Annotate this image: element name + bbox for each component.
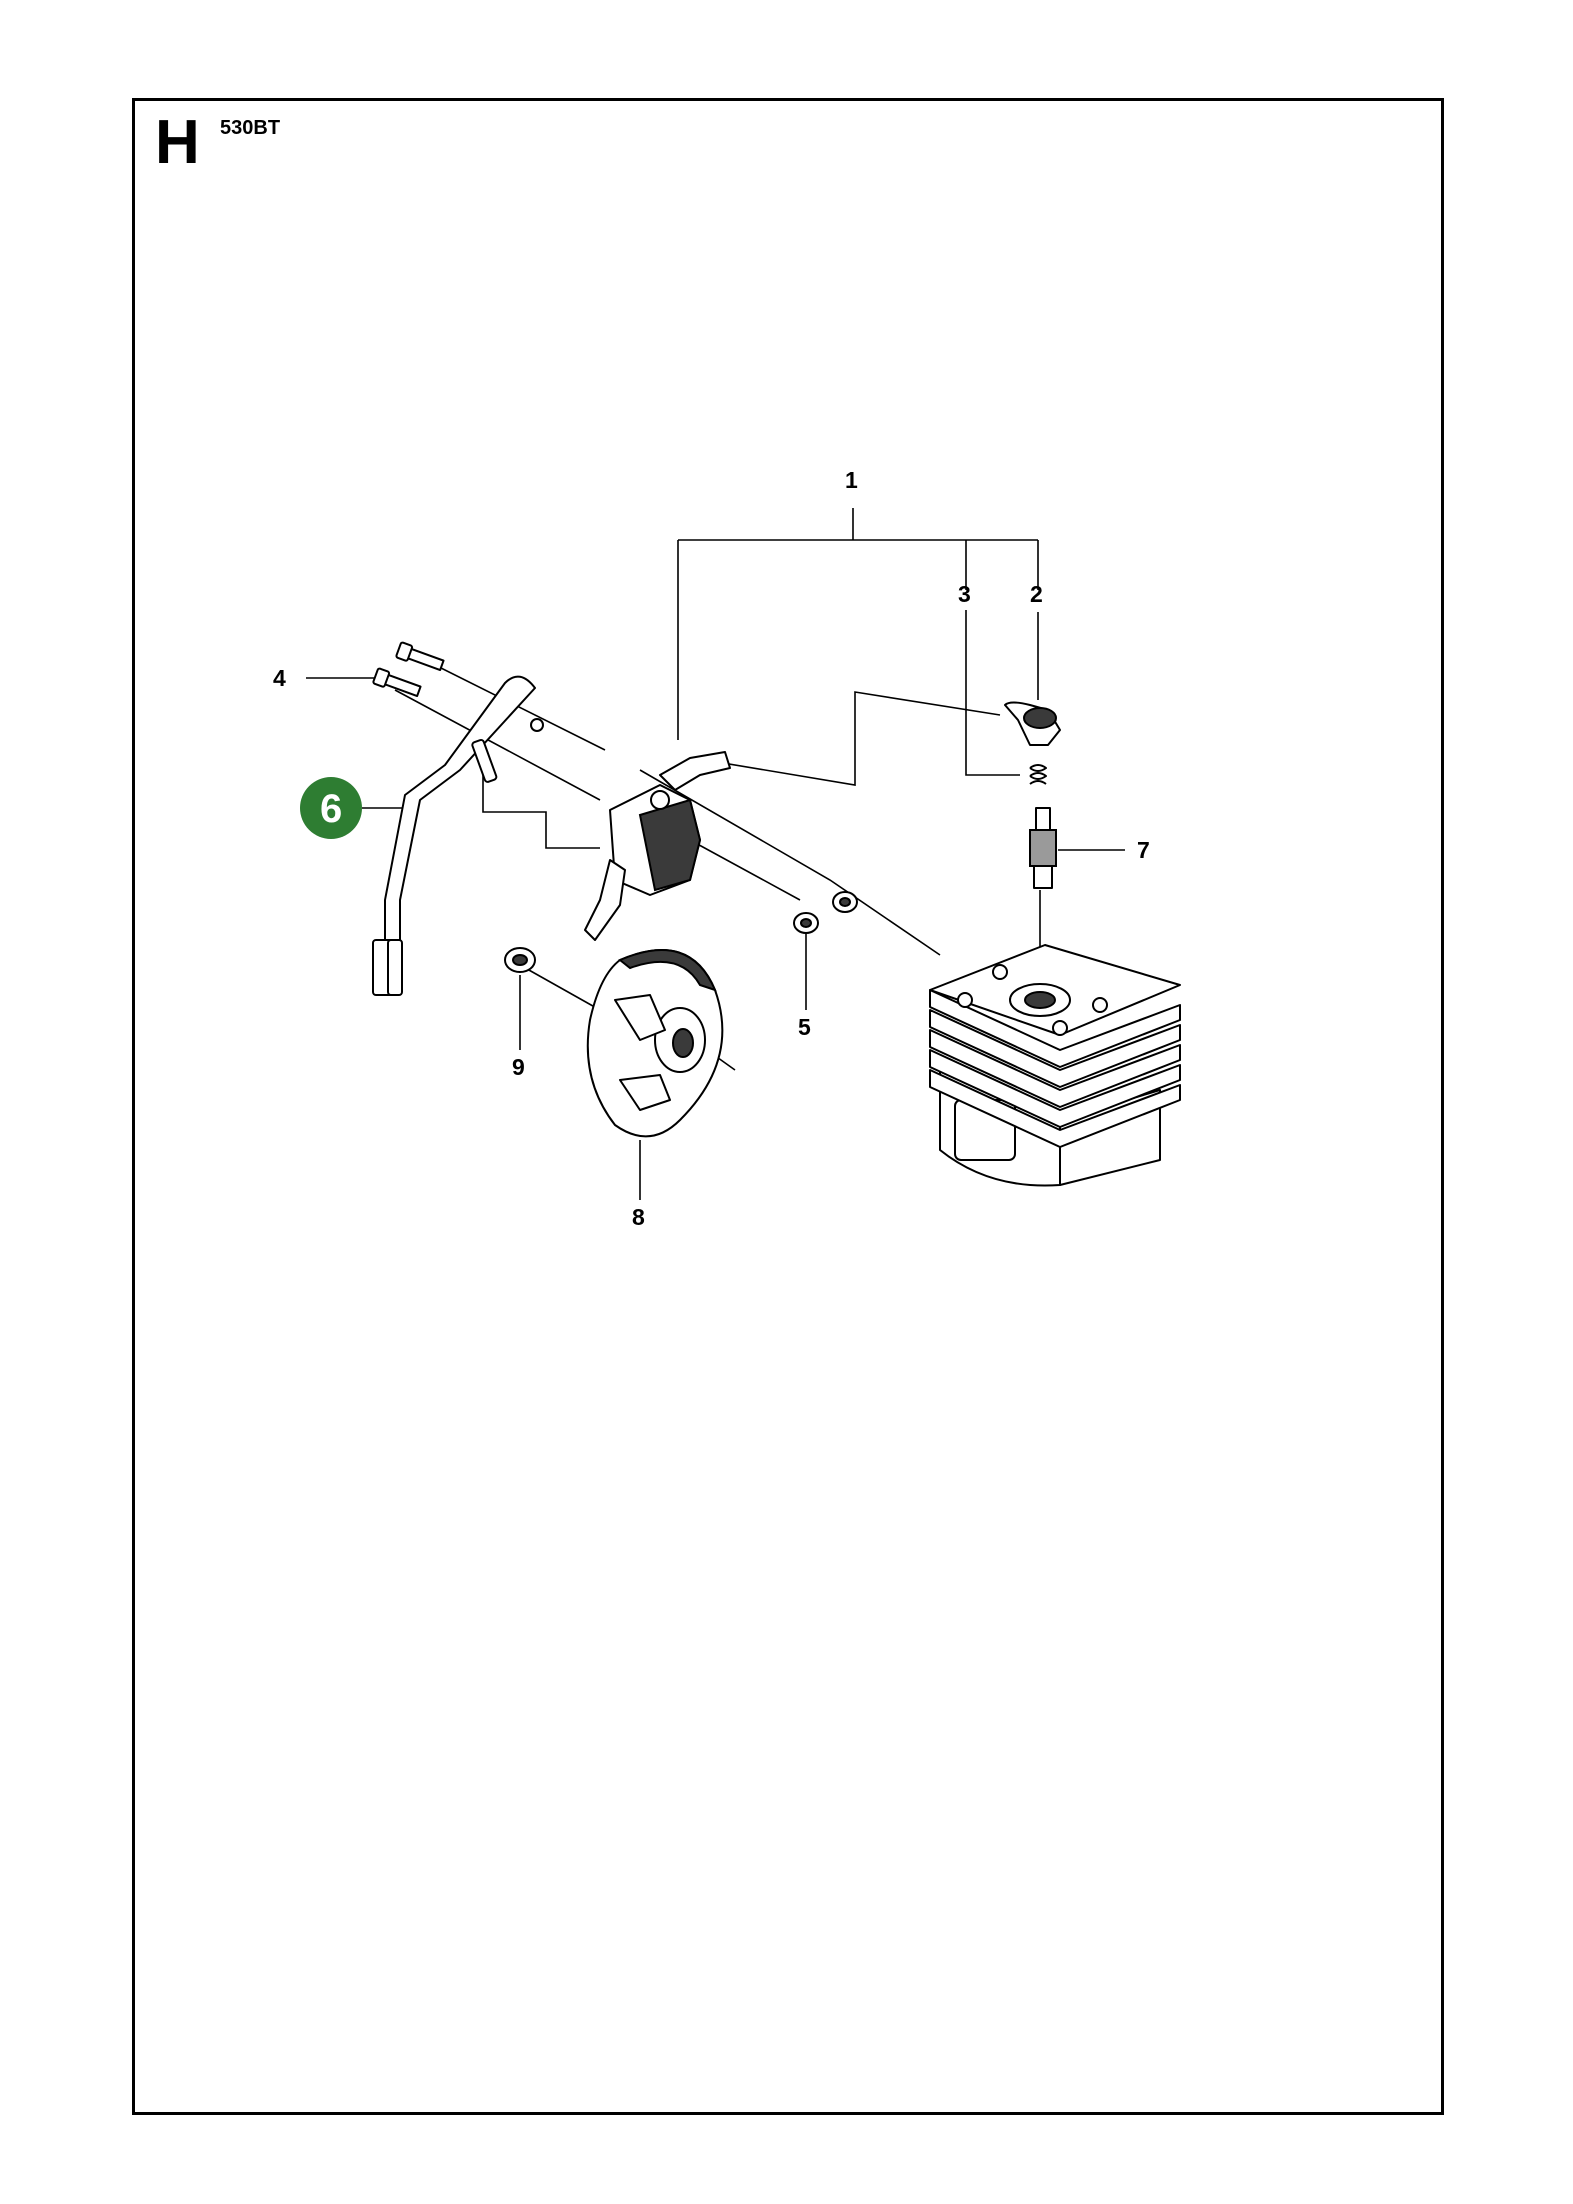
section-letter: H <box>155 108 200 177</box>
screws <box>372 641 445 698</box>
cylinder <box>929 944 1181 1187</box>
spark-plug-boot <box>1004 701 1061 785</box>
callout-3: 3 <box>958 581 971 607</box>
callout-9: 9 <box>512 1054 525 1080</box>
callout-labels: 1 2 3 4 5 6 7 8 9 <box>273 467 1150 1230</box>
callout-7: 7 <box>1137 837 1150 863</box>
page-frame <box>132 98 1444 2115</box>
callout-8: 8 <box>632 1204 645 1230</box>
callout-1: 1 <box>845 467 858 493</box>
cylinder-fins <box>929 989 1181 1148</box>
ignition-coil-part <box>584 751 731 941</box>
callout-6: 6 <box>320 787 342 831</box>
leader-lines <box>306 508 1125 1200</box>
ignition-wire-part <box>372 675 544 996</box>
nuts <box>504 891 858 973</box>
callout-4: 4 <box>273 665 286 691</box>
callout-2: 2 <box>1030 581 1043 607</box>
callout-5: 5 <box>798 1014 811 1040</box>
model-name: 530BT <box>220 117 281 139</box>
spark-plug <box>1029 807 1057 889</box>
flywheel <box>586 949 724 1138</box>
callout-6-highlight <box>300 777 362 839</box>
